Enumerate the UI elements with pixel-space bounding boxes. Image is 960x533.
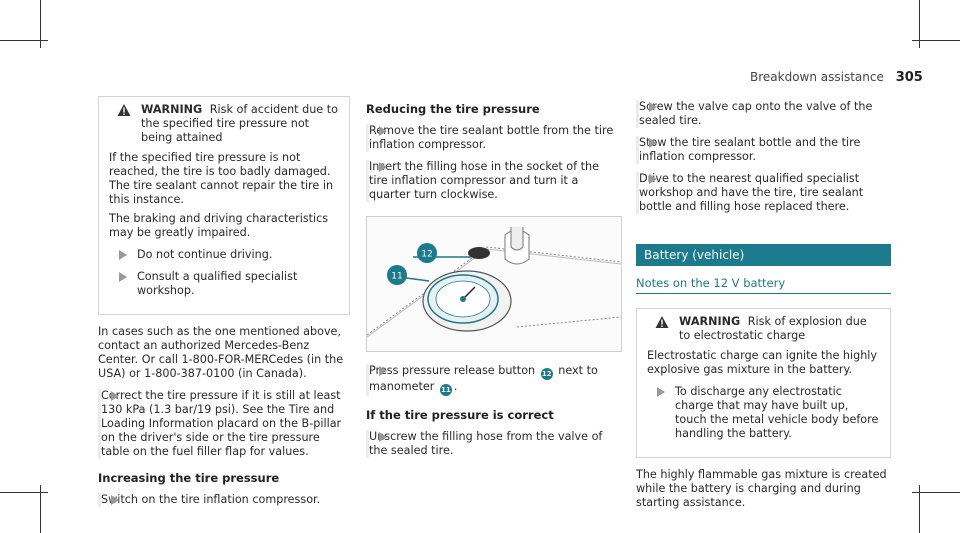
marker-12-icon: 12	[540, 368, 553, 380]
crop-mark	[912, 492, 960, 493]
warning-lead: Risk of explosion due to electrostatic c…	[679, 315, 867, 342]
bullet-item: Switch on the tire inflation compressor.	[98, 493, 350, 507]
marker-11-label: 11	[391, 272, 402, 282]
subheading: Increasing the tire pressure	[98, 471, 280, 485]
crop-mark	[0, 492, 48, 493]
body-paragraph: In cases such as the one mentioned above…	[98, 325, 344, 380]
compressor-illustration: 12 11	[366, 216, 622, 352]
warning-heading: WARNING Risk of explosion due to electro…	[647, 315, 880, 343]
column-3: Screw the valve cap onto the valve of th…	[636, 96, 891, 516]
warning-title: WARNING	[141, 103, 203, 116]
column-2: Reducing the tire pressure Remove the ti…	[366, 96, 622, 466]
bullet-text: To discharge any electrostatic charge th…	[675, 385, 879, 440]
section-title-bar: Battery (vehicle)	[636, 244, 891, 266]
bullet-text: Consult a qualified specialist workshop.	[137, 270, 298, 297]
arrow-bullet-icon	[119, 250, 127, 260]
arrow-bullet-icon	[111, 391, 119, 401]
crop-mark	[40, 0, 41, 48]
arrow-bullet-icon	[649, 174, 657, 184]
marker-11-icon: 11	[439, 384, 452, 396]
warning-title: WARNING	[679, 315, 741, 328]
arrow-bullet-icon	[119, 272, 127, 282]
warning-triangle-icon	[655, 316, 669, 328]
bullet-item: Press pressure release button 12 next to…	[366, 364, 620, 396]
bullet-text: Screw the valve cap onto the valve of th…	[639, 100, 873, 127]
crop-mark	[919, 0, 920, 48]
subheading: If the tire pressure is correct	[366, 408, 554, 422]
section-name: Breakdown assistance	[750, 70, 884, 84]
bullet-item: Do not continue driving.	[109, 248, 339, 262]
arrow-bullet-icon	[379, 162, 387, 172]
warning-box: WARNING Risk of accident due to the spec…	[98, 96, 350, 315]
crop-mark	[40, 485, 41, 533]
warning-heading: WARNING Risk of accident due to the spec…	[109, 103, 339, 145]
bullet-item: Drive to the nearest qualified specialis…	[636, 172, 891, 214]
body-paragraph: The highly flammable gas mixture is crea…	[636, 468, 887, 509]
arrow-bullet-icon	[649, 102, 657, 112]
warning-text: If the specified tire pressure is not re…	[109, 151, 334, 206]
bullet-text: Press pressure release button	[369, 364, 536, 377]
arrow-bullet-icon	[649, 138, 657, 148]
warning-lead: Risk of accident due to the specified ti…	[141, 103, 338, 144]
arrow-bullet-icon	[379, 126, 387, 136]
warning-text: Electrostatic charge can ignite the high…	[647, 349, 878, 376]
bullet-text: Insert the filling hose in the socket of…	[369, 160, 599, 201]
bullet-item: Insert the filling hose in the socket of…	[366, 160, 620, 202]
arrow-bullet-icon	[111, 495, 119, 505]
bullet-item: To discharge any electrostatic charge th…	[647, 385, 880, 441]
bullet-item: Correct the tire pressure if it is still…	[98, 389, 350, 459]
crop-mark	[912, 40, 960, 41]
arrow-bullet-icon	[657, 387, 665, 397]
bullet-text: Switch on the tire inflation compressor.	[101, 493, 321, 506]
bullet-text: Stow the tire sealant bottle and the tir…	[639, 136, 861, 163]
bullet-item: Stow the tire sealant bottle and the tir…	[636, 136, 891, 164]
section-subtitle: Notes on the 12 V battery	[636, 276, 891, 294]
bullet-text: Remove the tire sealant bottle from the …	[369, 124, 614, 151]
crop-mark	[919, 485, 920, 533]
warning-text: The braking and driving characteristics …	[109, 212, 329, 239]
crop-mark	[0, 40, 48, 41]
page-number: 305	[895, 70, 923, 85]
bullet-text: Drive to the nearest qualified specialis…	[639, 172, 864, 213]
bullet-text: next to manometer	[369, 364, 598, 393]
bullet-text: Unscrew the filling hose from the valve …	[369, 430, 603, 457]
marker-12-label: 12	[421, 250, 432, 260]
bullet-item: Remove the tire sealant bottle from the …	[366, 124, 620, 152]
bullet-text: Correct the tire pressure if it is still…	[101, 389, 342, 458]
bullet-item: Screw the valve cap onto the valve of th…	[636, 100, 891, 128]
page-header: Breakdown assistance 305	[750, 70, 930, 85]
bullet-item: Unscrew the filling hose from the valve …	[366, 430, 620, 458]
arrow-bullet-icon	[379, 366, 387, 376]
arrow-bullet-icon	[379, 432, 387, 442]
column-1: WARNING Risk of accident due to the spec…	[98, 96, 350, 515]
manometer-illustration: 12 11	[366, 227, 622, 338]
bullet-text: Do not continue driving.	[137, 248, 273, 261]
warning-box: WARNING Risk of explosion due to electro…	[636, 308, 891, 458]
warning-triangle-icon	[117, 104, 131, 116]
subheading: Reducing the tire pressure	[366, 102, 540, 116]
bullet-item: Consult a qualified specialist workshop.	[109, 270, 339, 298]
